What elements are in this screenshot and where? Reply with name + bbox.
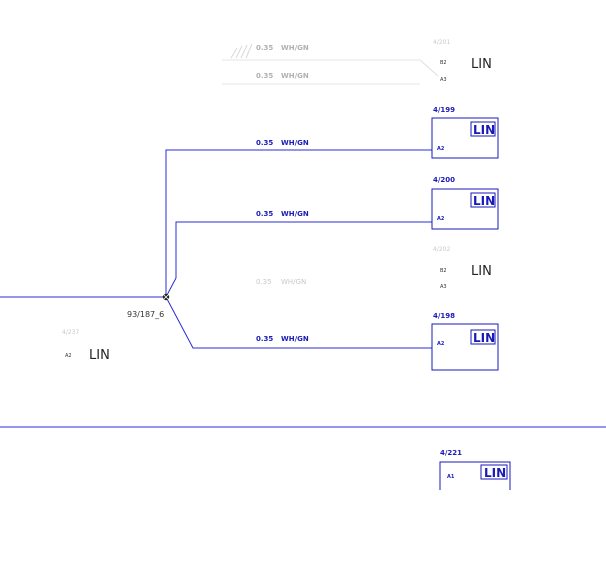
connector-ref: 4/221 [440,449,462,457]
connector-label: LIN [484,466,506,480]
wire-label-2-gauge: 0.35 [256,72,273,80]
connector-4-199[interactable]: 4/199 LIN A2 [431,106,499,159]
wire-label-3-color: WH/GN [281,139,309,147]
connector-ref: 4/198 [433,312,455,320]
main-wires [0,149,606,428]
pin-label: A3 [440,77,447,83]
wire-label-5-gauge: 0.35 [256,278,272,286]
lin-label-box [470,329,496,345]
wire-label-5-color: WH/GN [281,278,306,286]
wire-label-2-color: WH/GN [281,72,309,80]
wire-label-4-color: WH/GN [281,210,309,218]
pin-label: B2 [440,268,447,274]
pin-label: A2 [437,216,445,222]
wire-to-4-200[interactable] [165,221,432,298]
connector-box[interactable] [431,188,499,230]
connector-label: LIN [473,194,495,208]
faded-tick-marks [230,43,253,59]
connector-box[interactable] [431,323,499,371]
wire-label-1-gauge: 0.35 [256,44,273,52]
lin-label-box [470,192,496,208]
connector-4-202[interactable]: 4/202 LIN B2 A3 [433,246,492,290]
connector-ref: 4/201 [433,39,450,46]
connector-4-198[interactable]: 4/198 LIN A2 [431,312,499,371]
connector-ref: 4/202 [433,246,450,253]
splice-93-187-6[interactable]: 93/187_6 [127,293,170,319]
wire-label-4-gauge: 0.35 [256,210,273,218]
connector-label: LIN [89,348,110,363]
connector-box[interactable] [431,117,499,159]
wire-label-6-gauge: 0.35 [256,335,273,343]
connector-label: LIN [473,123,495,137]
wire-to-4-199[interactable] [165,149,432,297]
lin-label-box [470,121,496,137]
pin-label: A2 [437,341,445,347]
pin-label: A3 [440,284,447,290]
wire-line-faded-diag [419,59,439,77]
wire-label-6-color: WH/GN [281,335,309,343]
connector-label: LIN [471,264,492,279]
splice-label: 93/187_6 [127,310,164,319]
connector-4-221[interactable]: 4/221 LIN A1 [439,449,511,490]
connector-ref: 4/199 [433,106,455,114]
connector-label: LIN [473,331,495,345]
wire-to-4-198[interactable] [165,296,432,349]
lin-label-box [480,464,508,480]
wire-label-1-color: WH/GN [281,44,309,52]
connector-4-200[interactable]: 4/200 LIN A2 [431,176,499,230]
connector-label: LIN [471,57,492,72]
wire-label-3-gauge: 0.35 [256,139,273,147]
connector-4-237[interactable]: 4/237 LIN A2 [62,329,110,363]
connector-ref: 4/200 [433,176,455,184]
pin-label: A2 [437,146,445,152]
pin-label: A1 [447,474,455,480]
pin-label: B2 [440,60,447,66]
connector-4-201[interactable]: 4/201 LIN B2 A3 [433,39,492,83]
connector-box[interactable] [439,461,511,490]
connector-ref: 4/237 [62,329,79,336]
pin-label: A2 [65,353,72,359]
